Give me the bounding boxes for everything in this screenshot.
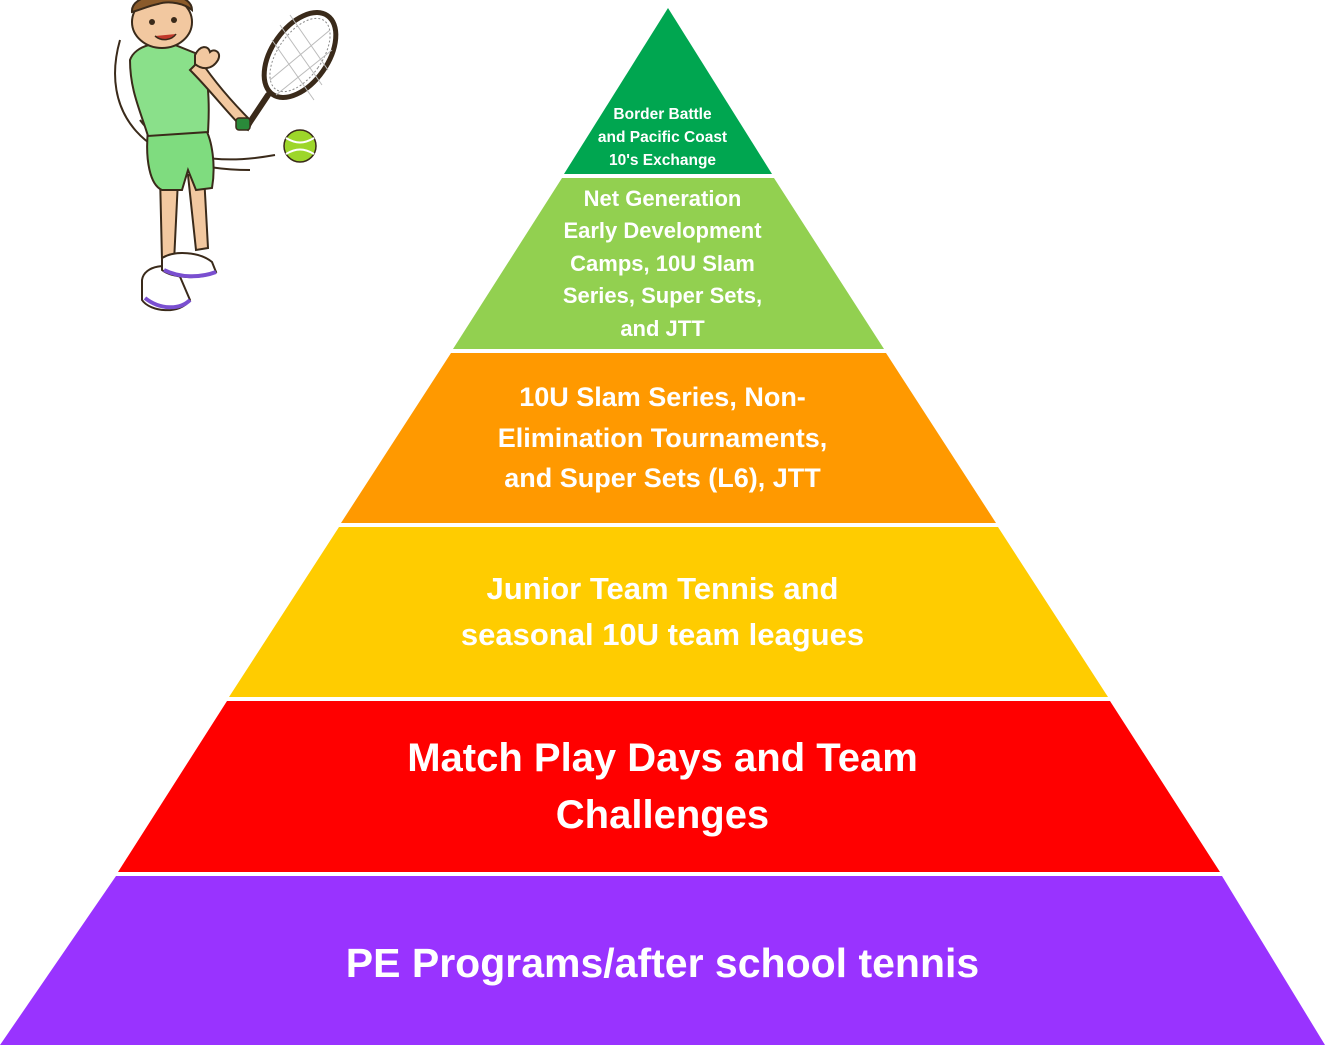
tier-label-5: Net Generation Early Development Camps, … xyxy=(0,180,1325,348)
tier-shape-4 xyxy=(341,353,996,523)
racket-icon xyxy=(245,10,339,128)
tier-shape-1 xyxy=(0,876,1325,1045)
tier-label-6: Border Battle and Pacific Coast 10's Exc… xyxy=(0,100,1325,174)
tier-shape-6 xyxy=(564,8,772,174)
tier-label-2: Match Play Days and Team Challenges xyxy=(0,704,1325,870)
tier-text-6: Border Battle and Pacific Coast 10's Exc… xyxy=(597,105,728,169)
shoe-icon xyxy=(141,252,218,312)
tier-shape-2 xyxy=(118,701,1220,872)
tier-text-2: Match Play Days and Team Challenges xyxy=(407,736,918,837)
tennis-ball-icon xyxy=(283,129,317,163)
tier-text-4: 10U Slam Series, Non- Elimination Tourna… xyxy=(497,382,828,494)
tier-text-5: Net Generation Early Development Camps, … xyxy=(562,185,763,341)
tier-text-1: PE Programs/after school tennis xyxy=(345,939,980,986)
tier-shape-5 xyxy=(453,178,884,349)
tier-label-4: 10U Slam Series, Non- Elimination Tourna… xyxy=(0,356,1325,520)
tier-text-3: Junior Team Tennis and seasonal 10U team… xyxy=(460,571,865,652)
tier-label-3: Junior Team Tennis and seasonal 10U team… xyxy=(0,530,1325,694)
tier-label-1: PE Programs/after school tennis xyxy=(0,880,1325,1045)
tier-shape-3 xyxy=(229,527,1108,697)
tennis-player-illustration xyxy=(114,0,339,312)
